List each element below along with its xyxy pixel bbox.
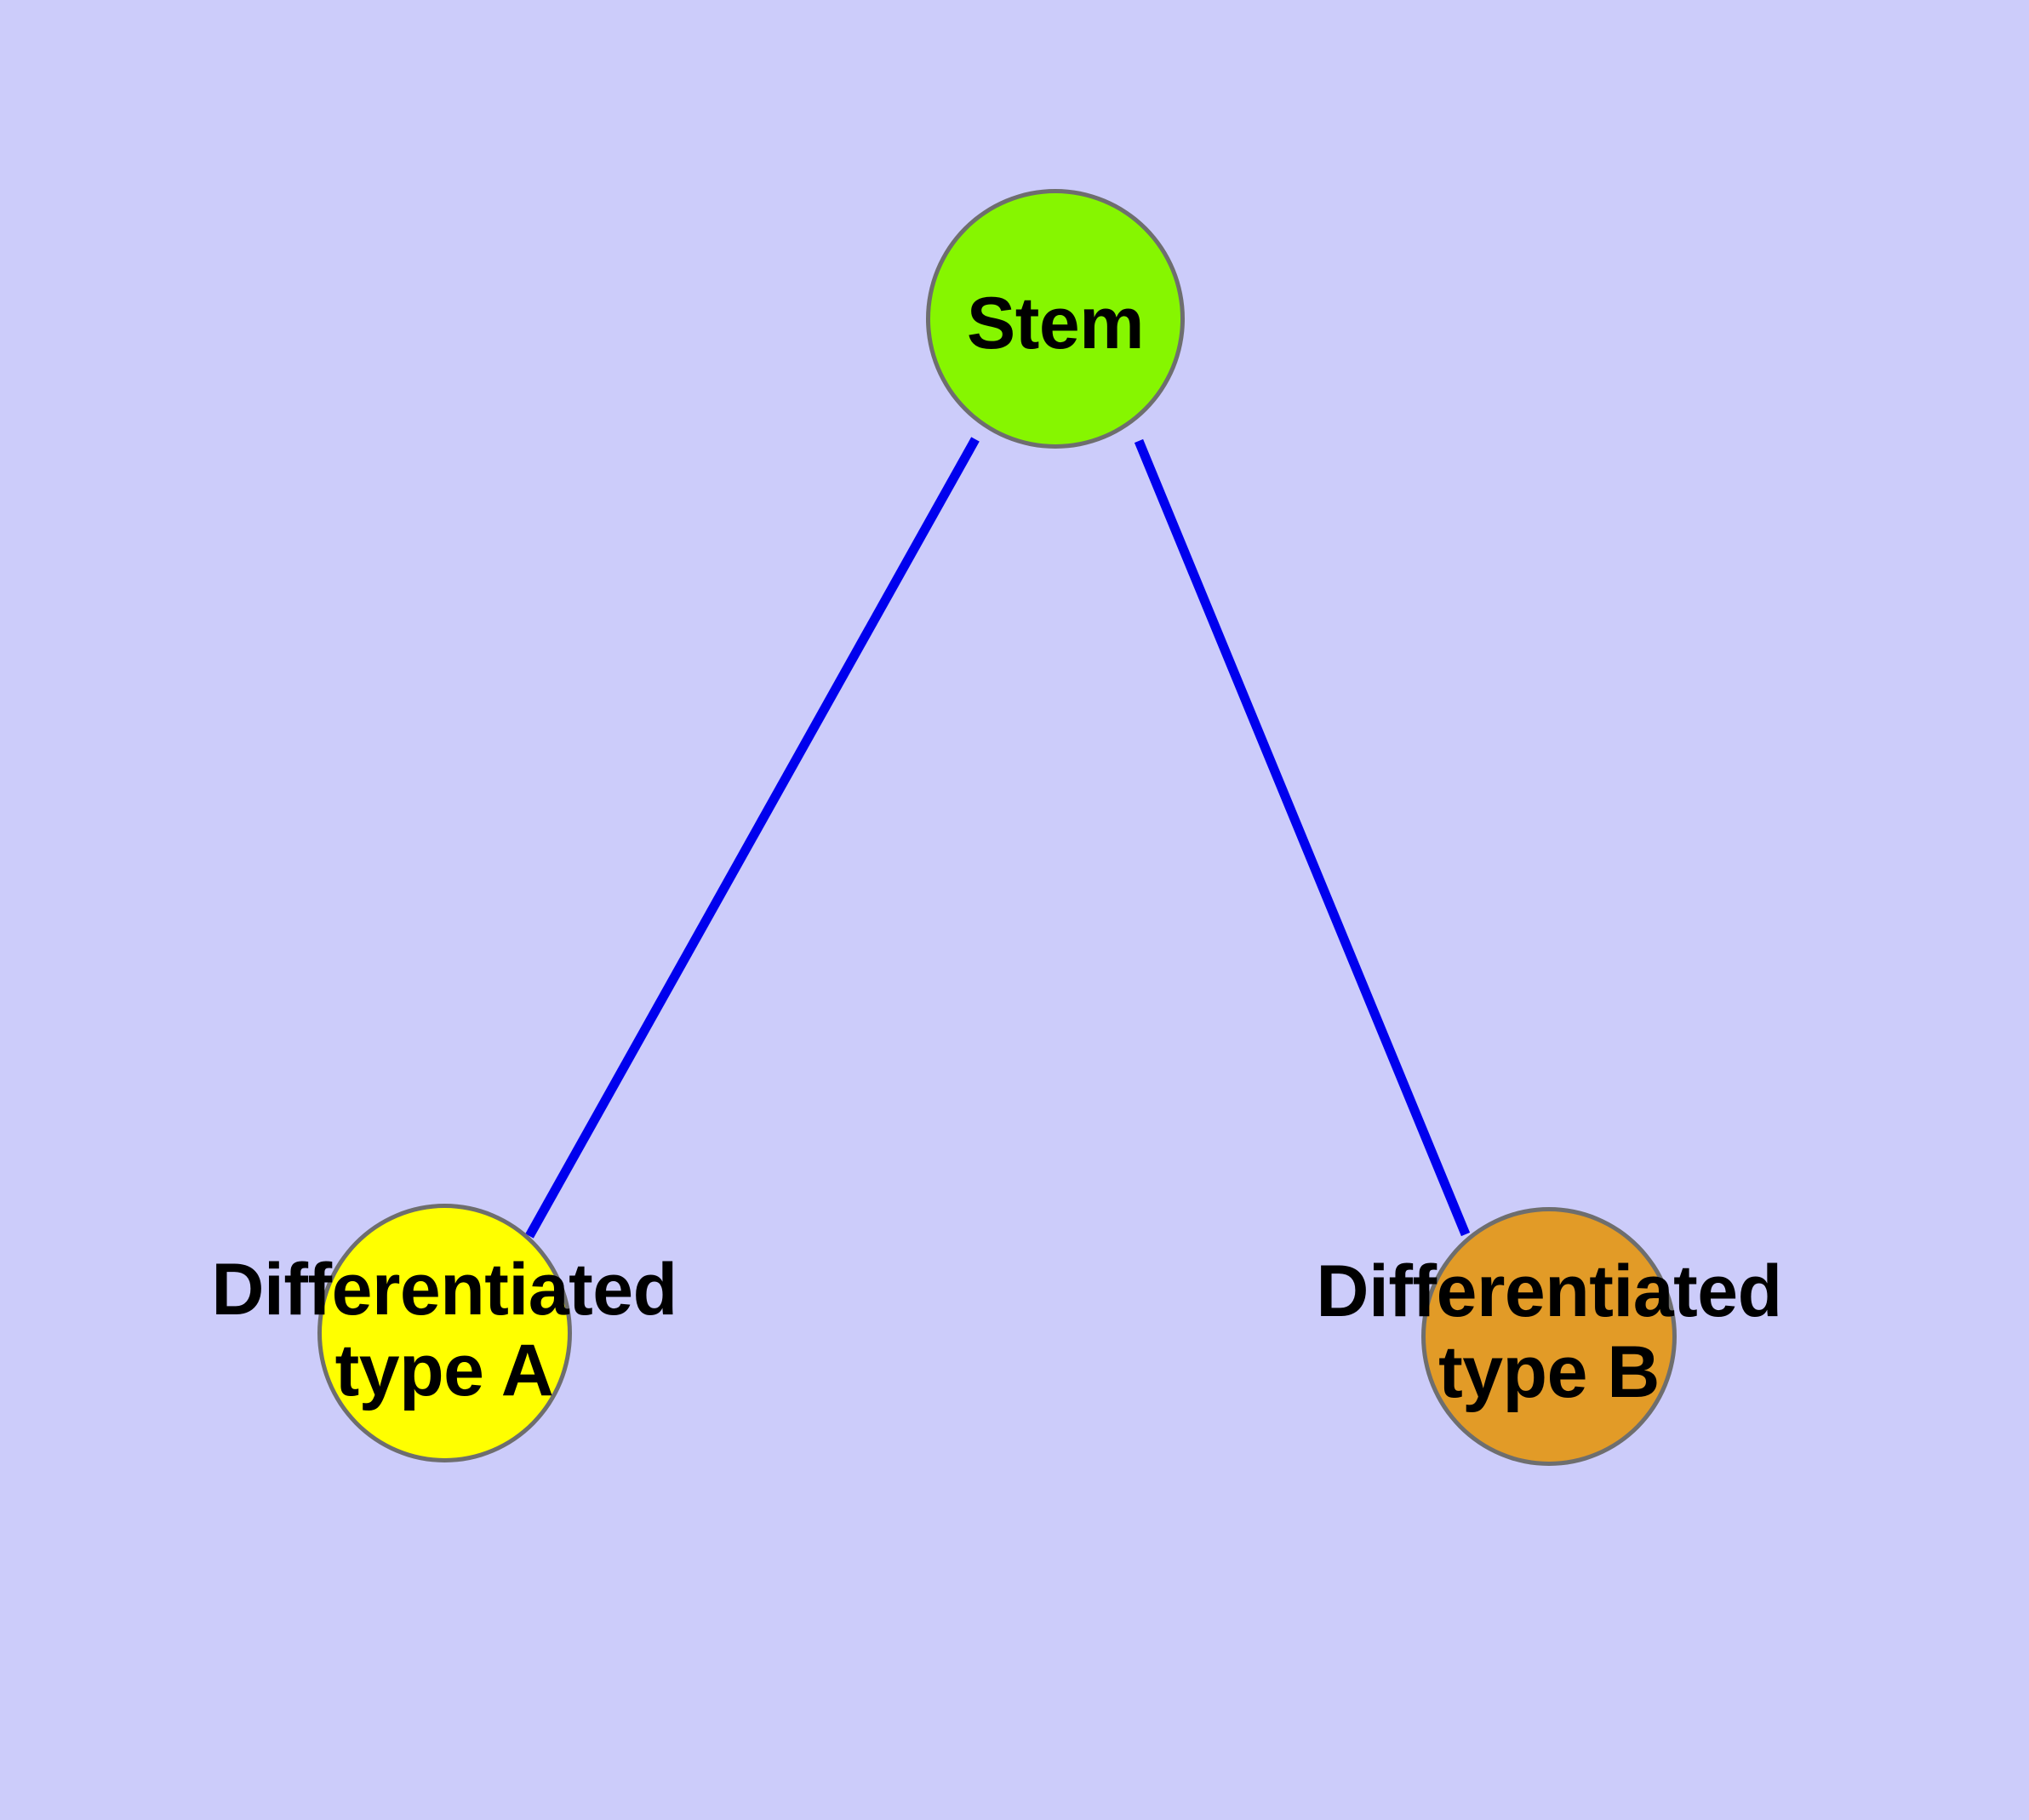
edge-stem-to-diff-b[interactable] [1134, 438, 1471, 1237]
node-differentiated-type-b-circle[interactable] [1421, 1207, 1677, 1466]
node-stem-circle[interactable] [926, 189, 1185, 449]
node-differentiated-type-a-circle[interactable] [317, 1204, 572, 1462]
edge-stem-to-diff-a[interactable] [525, 437, 980, 1239]
